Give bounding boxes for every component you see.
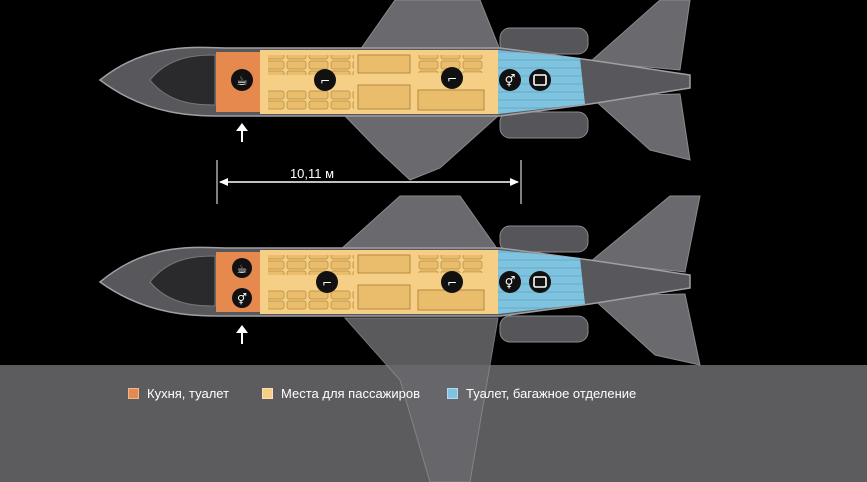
seats-bottom-lower (268, 290, 354, 310)
svg-text:⌐: ⌐ (447, 72, 457, 86)
wing-bottom-lower (343, 317, 499, 482)
svg-text:⌐: ⌐ (320, 74, 330, 88)
svg-text:⌐: ⌐ (447, 276, 457, 290)
wing-top-upper (359, 0, 501, 51)
divan-bottom (417, 289, 485, 311)
legend-item-baggage: Туалет, багажное отделение (447, 386, 636, 401)
tail-top-lower (588, 93, 691, 161)
table-bottom (357, 254, 411, 274)
seats-top-lower (268, 90, 354, 110)
luggage-icon (529, 69, 551, 91)
engine-bottom-upper (499, 225, 589, 253)
lavatory-icon (232, 288, 252, 308)
cockpit-top (149, 54, 216, 106)
aircraft-bottom: ☕ ⚥ ⌐ ⌐ ⚥ (98, 195, 701, 482)
door-arrow-icon (236, 123, 248, 142)
legend-item-galley: Кухня, туалет (128, 386, 229, 401)
door-arrow-icon (236, 325, 248, 344)
aircraft-top: ☕ ⌐ ⌐ ⚥ (98, 0, 691, 181)
legend-swatch-galley (128, 388, 139, 399)
legend-item-passengers: Места для пассажиров (262, 386, 420, 401)
seats-bottom-rear (418, 255, 484, 273)
legend-label-baggage: Туалет, багажное отделение (466, 386, 637, 401)
wing-top-lower (343, 115, 500, 181)
legend-label-galley: Кухня, туалет (147, 386, 230, 401)
table-bottom-2 (357, 284, 411, 310)
tail-bottom-lower (588, 293, 701, 366)
seat-icon (441, 271, 463, 293)
svg-text:☕: ☕ (236, 74, 248, 89)
wing-bottom-upper (338, 195, 499, 251)
coffee-icon (231, 69, 253, 91)
seat-icon (441, 67, 463, 89)
seats-top-upper (268, 55, 354, 75)
table-top (357, 54, 411, 74)
dimension-line (216, 160, 522, 204)
svg-text:⌐: ⌐ (322, 276, 332, 290)
svg-text:⚥: ⚥ (505, 74, 516, 88)
seats-top-rear (418, 55, 484, 73)
lavatory-icon (499, 69, 521, 91)
svg-text:☕: ☕ (237, 262, 248, 276)
legend-swatch-passengers (262, 388, 273, 399)
seat-icon (316, 271, 338, 293)
seats-bottom-upper (268, 255, 354, 275)
luggage-icon (529, 271, 551, 293)
lavatory-icon (499, 271, 521, 293)
seat-icon (314, 69, 336, 91)
tail-top-upper (588, 0, 691, 71)
engine-bottom-lower (499, 315, 589, 343)
coffee-icon (232, 258, 252, 278)
cockpit-bottom (149, 255, 216, 307)
divan-top (417, 89, 485, 111)
svg-text:⚥: ⚥ (505, 276, 516, 290)
engine-top-lower (499, 111, 589, 139)
legend-label-passengers: Места для пассажиров (281, 386, 421, 401)
svg-text:⚥: ⚥ (237, 293, 247, 306)
tail-bottom-upper (588, 195, 701, 273)
dimension-label: 10,11 м (289, 166, 335, 181)
legend-swatch-baggage (447, 388, 458, 399)
table-top-2 (357, 84, 411, 110)
